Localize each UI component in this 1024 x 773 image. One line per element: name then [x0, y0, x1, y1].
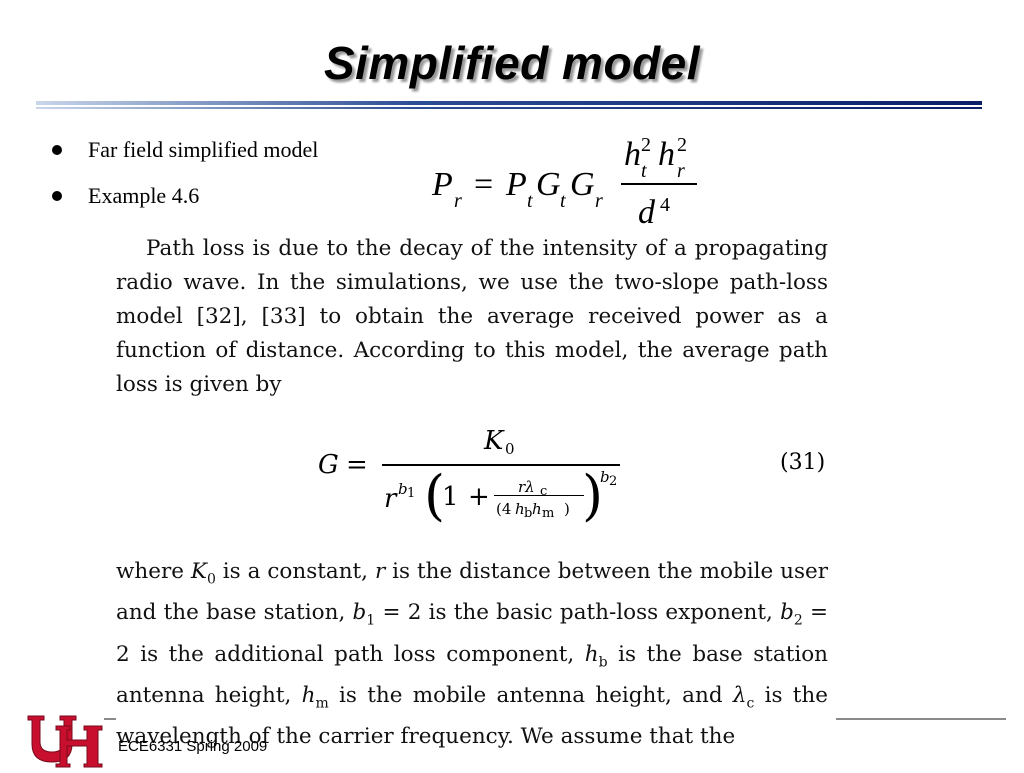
title-rule-thin: [36, 107, 982, 109]
f1-den: d: [638, 194, 655, 231]
f1-rhs-sub-2: r: [595, 190, 603, 212]
f2-inner-den-h1-sub: b: [524, 506, 533, 521]
f1-rhs-0: P: [506, 166, 527, 203]
p2-sub: 1: [366, 612, 376, 629]
excerpt-para-1: Path loss is due to the decay of the int…: [116, 236, 828, 397]
f2-outer-b-sub: 2: [609, 474, 618, 489]
bullet-dot-icon: [52, 191, 62, 201]
f1-num-sup-0: 2: [641, 134, 651, 156]
f1-lhs-sub: r: [454, 190, 462, 212]
f1-num-1: h: [658, 136, 675, 173]
footer-rule-right: [836, 718, 1006, 720]
bullet-item-1: Far field simplified model: [52, 137, 318, 163]
p2-text: is the distance between the mobile user …: [116, 559, 828, 626]
f2-lhs: G: [318, 450, 339, 480]
f2-lparen: (: [424, 464, 446, 527]
paper-excerpt-paragraph-1: Path loss is due to the decay of the int…: [116, 232, 828, 402]
bullet-text-1: Far field simplified model: [88, 137, 319, 162]
slide-title: Simplified model: [323, 37, 701, 89]
p2-sub: b: [598, 653, 608, 670]
paper-excerpt-paragraph-2: where K0 is a constant, r is the distanc…: [116, 555, 828, 754]
f2-inner-den-open: (4: [496, 500, 512, 518]
p2-text: where: [116, 559, 191, 584]
f1-fraction-bar: [621, 183, 697, 185]
p2-math: r: [374, 559, 386, 584]
p2-math: h: [301, 682, 316, 708]
f1-num-sub-1: r: [677, 160, 685, 182]
f2-rparen: ): [582, 464, 604, 527]
p2-math: b: [780, 600, 794, 626]
f2-inner-num-sub: c: [540, 484, 548, 499]
f2-inner-den-h1: h: [515, 500, 525, 518]
f2-plus: +: [468, 482, 490, 512]
p2-text: = 2 is the additional path loss componen…: [116, 600, 828, 667]
f2-den-b: b: [398, 480, 408, 498]
p2-sub: c: [746, 695, 755, 712]
f1-num-sub-0: t: [641, 160, 647, 182]
f1-rhs-2: G: [570, 166, 595, 203]
p2-text: is the base station antenna height,: [116, 641, 829, 708]
p2-math: λ: [732, 682, 747, 708]
f2-inner-den-close: ): [564, 500, 570, 518]
bullet-dot-icon: [52, 145, 62, 155]
p2-sub: m: [315, 695, 329, 712]
f1-rhs-1: G: [536, 166, 561, 203]
f2-fraction-bar: [382, 464, 620, 466]
p2-sub: 2: [793, 612, 803, 629]
p2-text: is the wavelength of the carrier frequen…: [116, 682, 829, 750]
p2-math: h: [584, 641, 599, 667]
university-logo-icon: [26, 712, 104, 773]
f1-equals: =: [474, 166, 494, 203]
bullet-item-2: Example 4.6: [52, 183, 199, 209]
p2-text: is a constant,: [215, 559, 375, 584]
f2-inner-den-h2-sub: m: [542, 506, 555, 521]
f2-one: 1: [442, 482, 459, 512]
p2-text: is the mobile antenna height, and: [328, 682, 733, 708]
p2-math: b: [352, 600, 367, 626]
f2-den-b-sub: 1: [407, 486, 416, 501]
f2-outer-b: b: [600, 468, 610, 486]
equation-number: (31): [780, 450, 826, 475]
f2-equals: =: [346, 450, 368, 480]
p2-math: K: [190, 559, 207, 584]
f2-num-sub: 0: [505, 440, 515, 458]
p2-text: = 2 is the basic path-loss exponent,: [375, 600, 781, 626]
f2-inner-num: rλ: [518, 478, 535, 496]
title-rule-thick: [36, 101, 982, 105]
f2-inner-fraction-bar: [494, 495, 584, 496]
received-power-formula: P r = P t G t G r h 2 t h 2 r d 4: [432, 132, 712, 236]
f1-num-0: h: [624, 136, 641, 173]
path-loss-formula: G = K 0 r b 1 ( 1 + rλ c (4 h b h m ) ) …: [318, 422, 828, 532]
footer-rule-left: [104, 718, 116, 720]
f1-rhs-sub-1: t: [560, 190, 566, 212]
p2-sub: 0: [206, 571, 216, 588]
bullet-text-2: Example 4.6: [88, 183, 200, 208]
f1-den-sup: 4: [660, 194, 670, 216]
f1-rhs-sub-0: t: [527, 190, 533, 212]
f1-lhs: P: [432, 166, 453, 203]
f2-num: K: [484, 426, 504, 456]
f2-den-r: r: [384, 484, 397, 514]
footer-text: ECE6331 Spring 2009: [118, 738, 268, 755]
f1-num-sup-1: 2: [677, 134, 687, 156]
f2-inner-den-h2: h: [532, 500, 542, 518]
